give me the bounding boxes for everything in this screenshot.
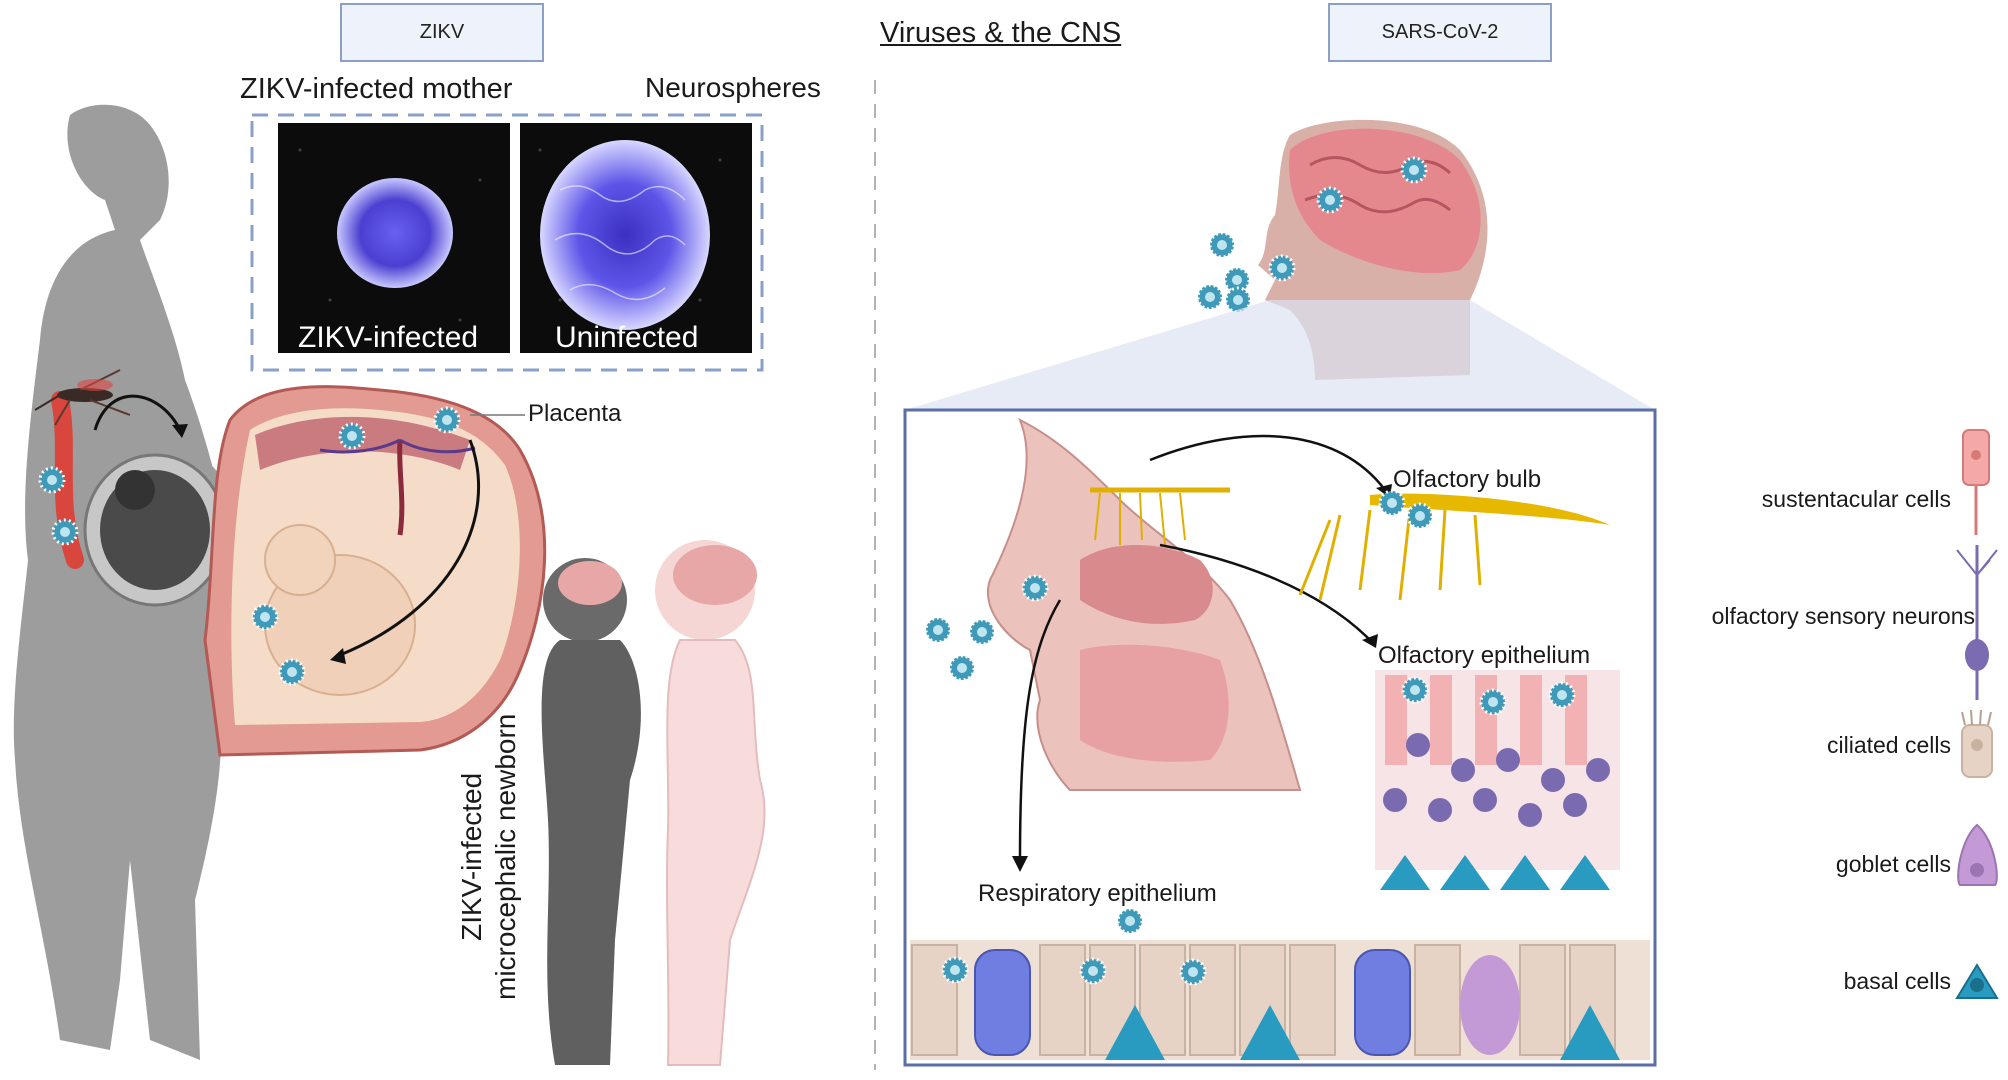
legend-sustentacular-label: sustentacular cells [1761,486,1951,512]
sustentacular-cell-icon [1962,429,1990,535]
microcephalic-newborn-silhouette [541,558,641,1065]
olfactory-epithelium-illustration [1375,670,1620,890]
legend-olfactory-neurons-label: olfactory sensory neurons [1711,603,1975,629]
olfactory-bulb-illustration [1298,489,1610,601]
uterus-illustration [203,385,547,757]
womb-fetus [83,453,227,607]
healthy-newborn-silhouette [655,540,766,1066]
sars-tag: SARS-CoV-2 [1328,3,1552,62]
placenta-label: Placenta [528,400,622,427]
legend-ciliated-label: ciliated cells [1827,732,1951,758]
sars-tag-label: SARS-CoV-2 [1381,21,1499,43]
figure-title: Viruses & the CNS [880,17,1122,49]
olfactory-bulb-label: Olfactory bulb [1393,466,1542,493]
zoom-cone [905,300,1655,410]
infected-label: ZIKV-infected [298,321,479,354]
olfactory-epithelium-label: Olfactory epithelium [1378,642,1591,669]
basal-cell-icon [1955,963,1999,999]
zikv-tag: ZIKV [340,3,544,62]
neurospheres-box [250,113,764,372]
transmission-arrow [93,394,182,431]
arrow-to-respiratory-epithelium [1018,599,1062,861]
newborn-label-line2: microcephalic newborn [490,713,521,1000]
respiratory-epithelium-illustration [910,907,1650,1060]
goblet-cell-icon [1957,823,1998,886]
olfactory-neuron-icon [1956,545,1998,700]
arrow-to-bulb [1149,434,1386,491]
legend-basal-label: basal cells [1843,968,1951,994]
legend-goblet-label: goblet cells [1835,851,1951,877]
neurospheres-label: Neurospheres [645,72,821,103]
newborn-label: ZIKV-infected microcephalic newborn [455,714,523,1000]
respiratory-epithelium-label: Respiratory epithelium [978,880,1217,907]
zikv-tag-label: ZIKV [419,21,465,43]
uninfected-label: Uninfected [555,321,699,354]
mosquito-icon [34,369,131,426]
newborn-label-line1: ZIKV-infected [456,772,487,941]
mother-label: ZIKV-infected mother [240,73,513,105]
blood-vessel [38,391,84,569]
ciliated-cell-icon [1961,709,1993,778]
placenta-arrow [339,439,480,657]
arrow-to-olfactory-epithelium [1159,543,1371,641]
nasal-cavity-sagittal [987,417,1302,791]
infected-neurosphere [337,178,453,288]
